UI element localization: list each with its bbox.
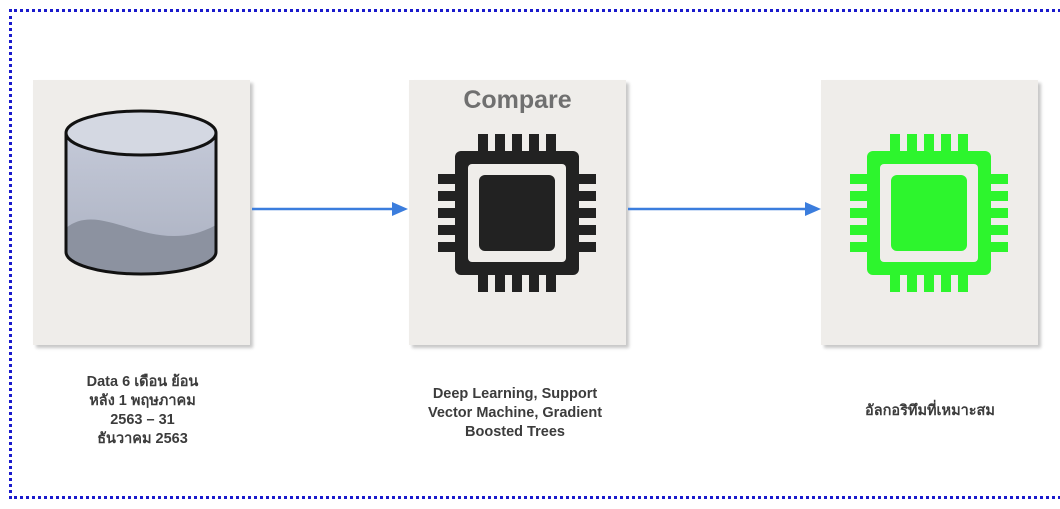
caption-line: ธันวาคม 2563	[97, 431, 188, 447]
compare-caption: Deep Learning, Support Vector Machine, G…	[390, 385, 640, 442]
data-source-caption: Data 6 เดือน ย้อน หลัง 1 พฤษภาคม 2563 – …	[40, 373, 245, 449]
database-icon	[64, 109, 218, 276]
compare-card: Compare	[409, 80, 626, 345]
caption-line: Boosted Trees	[465, 424, 565, 440]
caption-line: 2563 – 31	[110, 412, 175, 428]
caption-line: Data 6 เดือน ย้อน	[86, 374, 199, 390]
arrow-1	[252, 202, 408, 216]
result-caption: อัลกอริทึมที่เหมาะสม	[810, 402, 1050, 421]
dotted-frame	[9, 9, 1060, 499]
result-card	[821, 80, 1038, 345]
caption-line: Vector Machine, Gradient	[427, 405, 603, 421]
caption-line: อัลกอริทึมที่เหมาะสม	[865, 403, 995, 419]
caption-line: Deep Learning, Support	[432, 386, 598, 402]
cpu-chip-icon	[850, 134, 1008, 292]
data-source-card	[33, 80, 250, 345]
arrow-2	[628, 202, 821, 216]
compare-title: Compare	[463, 86, 572, 114]
cpu-chip-icon	[438, 134, 596, 292]
caption-line: หลัง 1 พฤษภาคม	[89, 393, 196, 409]
